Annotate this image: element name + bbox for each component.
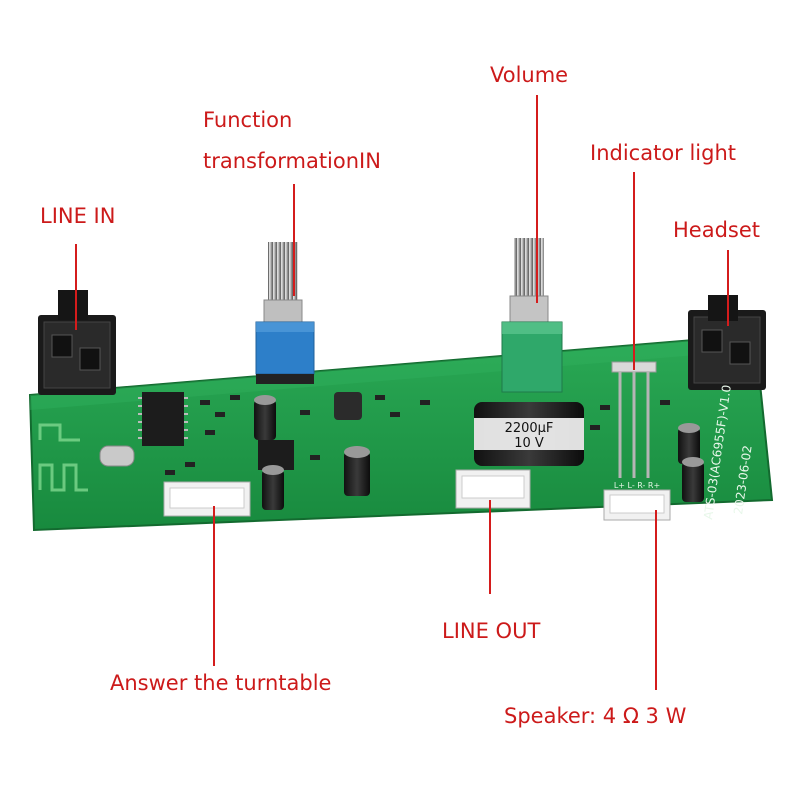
function-callout-line: [293, 184, 295, 296]
line-out-label: LINE OUT: [442, 619, 541, 643]
line-in-label: LINE IN: [40, 204, 116, 228]
capacitor-voltage-text: 10 V: [514, 436, 544, 451]
volume-label: Volume: [490, 63, 569, 87]
answer-turntable-label: Answer the turntable: [110, 671, 332, 695]
function-label-line2: transformationIN: [203, 149, 381, 173]
volume-callout-line: [536, 95, 538, 303]
headset-jack: [688, 295, 766, 390]
indicator-led: [611, 361, 657, 478]
function-potentiometer: [255, 242, 315, 384]
speaker-connector: L+ L- R- R+: [603, 481, 671, 521]
speaker-label: Speaker: 4 Ω 3 W: [504, 704, 687, 728]
smd-components: [165, 395, 670, 475]
line-out-callout-line: [489, 500, 491, 594]
line-out-connector: [455, 469, 531, 509]
volume-potentiometer: [501, 238, 563, 393]
crystal-oscillator: [99, 445, 135, 467]
indicator-callout-line: [633, 172, 635, 370]
headset-callout-line: [727, 250, 729, 326]
speaker-pins-text: L+ L- R- R+: [614, 481, 660, 490]
headset-label: Headset: [673, 218, 761, 242]
line-in-jack: [38, 290, 116, 395]
function-label-line1: Function: [203, 108, 293, 132]
antenna-trace: [38, 423, 88, 492]
large-capacitor: 2200μF 10 V: [474, 402, 584, 466]
line-in-callout-line: [75, 244, 77, 330]
turntable-connector: [163, 481, 251, 517]
turntable-callout-line: [213, 506, 215, 666]
amplifier-ic: [258, 440, 294, 470]
capacitor-value-text: 2200μF: [505, 421, 554, 436]
inductor: [334, 392, 362, 420]
speaker-callout-line: [655, 510, 657, 690]
indicator-light-label: Indicator light: [590, 141, 737, 165]
main-ic-chip: [142, 392, 184, 446]
small-capacitors: [254, 395, 704, 510]
